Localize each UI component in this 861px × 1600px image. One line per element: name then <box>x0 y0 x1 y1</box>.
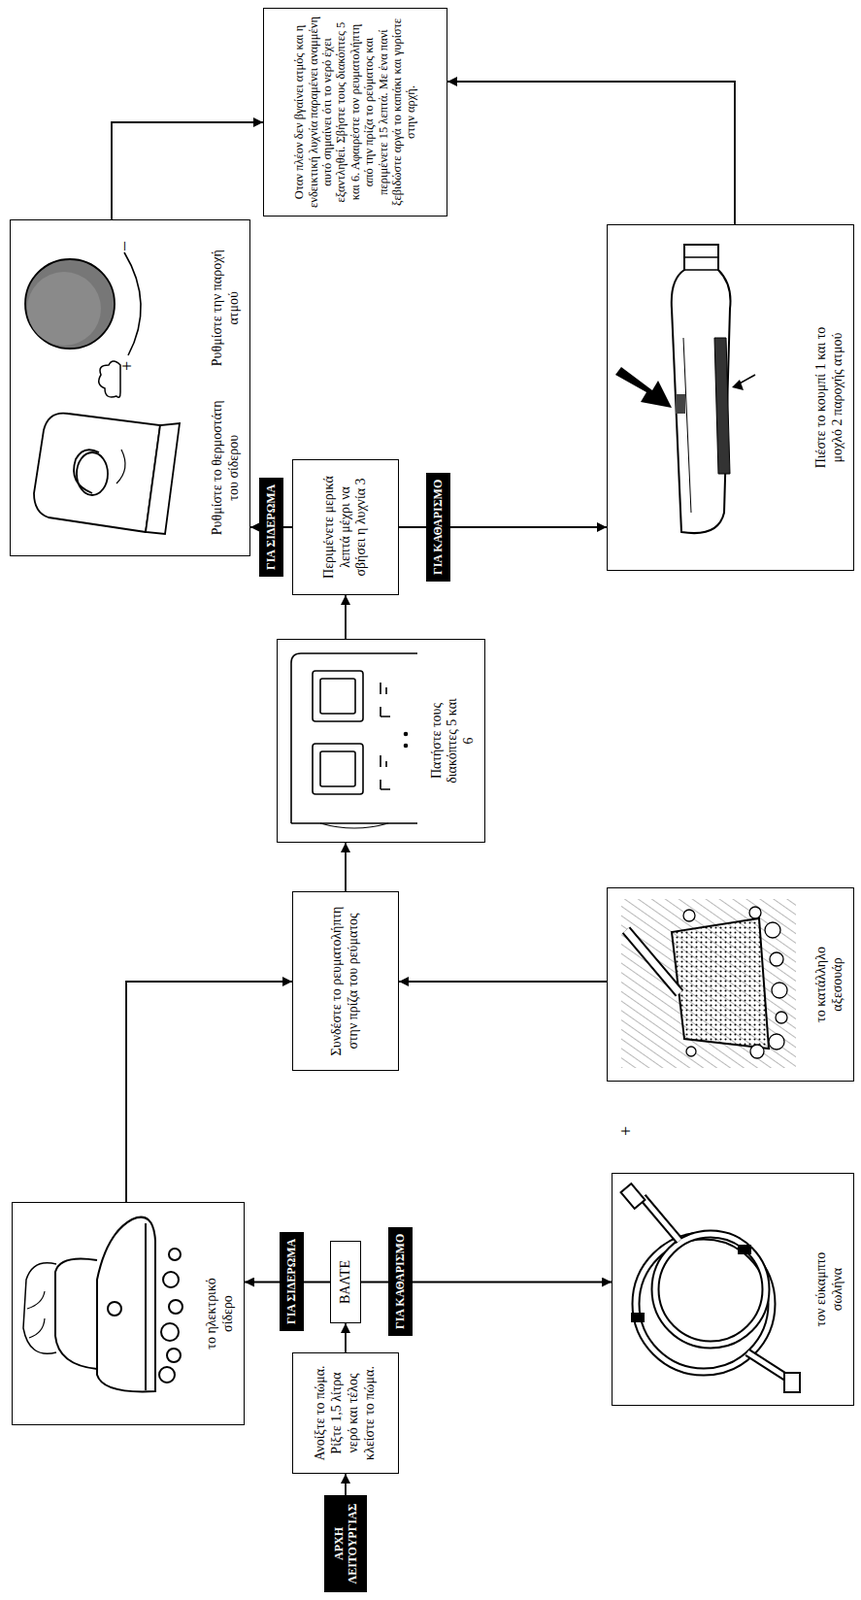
flow-arrow <box>398 980 607 983</box>
picture-box: τον εύκαμπτο σωλήνα <box>611 1172 855 1406</box>
hose-drawing <box>621 1183 800 1392</box>
caption-text: Ρυθμίστε την παροχή ατμού <box>209 234 243 382</box>
symbol-label: + <box>617 1125 635 1136</box>
steam-dial-drawing <box>25 252 141 356</box>
edge-label: ΓΙΑ ΣΙΔΕΡΩΜΑ <box>279 1231 304 1331</box>
caption-text: το κατάλληλο αξεσουάρ <box>813 943 847 1026</box>
picture-box: Πιέστε το κουμπί 1 και το μοχλό 2 παροχή… <box>606 224 855 571</box>
picture-box: το ηλεκτρικό σίδερο <box>11 1201 245 1425</box>
caption-row: το κατάλληλο αξεσουάρ <box>813 895 847 1073</box>
flow-arrow <box>126 981 293 1202</box>
thermostat-drawing <box>33 413 180 534</box>
node-text: Συνδέστε το ρευματολήπτη στην πρίζα του … <box>329 899 363 1062</box>
flow-arrow <box>447 81 735 225</box>
caption-text: Πιέστε το κουμπί 1 και το μοχλό 2 παροχή… <box>813 322 847 474</box>
caption-row: Πιέστε το κουμπί 1 και το μοχλό 2 παροχή… <box>813 232 847 563</box>
caption-text: Πατήστε τους διακόπτες 5 και 6 <box>429 697 478 784</box>
edge-label: ΓΙΑ ΣΙΔΕΡΩΜΑ <box>259 477 284 577</box>
caption-row: Πατήστε τους διακόπτες 5 και 6 <box>429 647 478 834</box>
edge-label: ΓΙΑ ΚΑΘΑΡΙΣΜΟ <box>388 1226 413 1336</box>
picture-box: Ρυθμίστε την παροχή ατμούΡυθμίστε το θερ… <box>9 219 251 557</box>
control-panel-drawing <box>291 653 418 828</box>
iron-drawing <box>23 1217 183 1392</box>
process-box: Περιμένετε μερικά λεπτά μέχρι να σβήσει … <box>292 459 399 596</box>
process-box: Συνδέστε το ρευματολήπτη στην πρίζα του … <box>292 891 399 1071</box>
symbol-label: + <box>118 361 136 371</box>
flow-arrow <box>111 122 264 220</box>
symbol-label: – <box>114 241 133 251</box>
caption-text: τον εύκαμπτο σωλήνα <box>813 1239 847 1339</box>
node-text: Ανοίξτε το πώμα. Ρίξτε 1,5 λίτρα νερό κα… <box>312 1360 378 1465</box>
node-text: ΑΡΧΗ ΛΕΙΤΟΥΡΓΙΑΣ <box>331 1500 361 1587</box>
flow-arrow <box>344 595 347 639</box>
node-text: ΒΑΛΤΕ <box>337 1259 355 1304</box>
picture-box: Πατήστε τους διακόπτες 5 και 6 <box>276 638 486 843</box>
caption-text: το ηλεκτρικό σίδερο <box>203 1265 237 1361</box>
edge-label: ΓΙΑ ΚΑΘΑΡΙΣΜΟ <box>426 472 451 582</box>
caption-row: το ηλεκτρικό σίδερο <box>203 1210 237 1417</box>
caption-row: τον εύκαμπτο σωλήνα <box>813 1181 847 1397</box>
node-text: Περιμένετε μερικά λεπτά μέχρι να σβήσει … <box>321 467 370 587</box>
picture-box: το κατάλληλο αξεσουάρ <box>606 887 855 1082</box>
flow-arrow <box>344 1473 347 1495</box>
accessory-drawing <box>621 898 796 1068</box>
steam-gun-drawing <box>615 244 756 533</box>
flow-arrow <box>344 842 347 892</box>
caption-text: Ρυθμίστε το θερμοστάτη του σίδερου <box>209 394 243 541</box>
node-text: Οταν πλέον δεν βγαίνει ατμός και η ενδει… <box>292 16 418 208</box>
flow-arrow <box>344 1323 347 1353</box>
process-box: Ανοίξτε το πώμα. Ρίξτε 1,5 λίτρα νερό κα… <box>292 1352 399 1474</box>
steam-icon <box>99 361 121 398</box>
process-box: ΒΑΛΤΕ <box>330 1240 362 1324</box>
start-box: ΑΡΧΗ ΛΕΙΤΟΥΡΓΙΑΣ <box>324 1494 367 1592</box>
caption-row: Ρυθμίστε την παροχή ατμούΡυθμίστε το θερ… <box>209 228 243 548</box>
process-box: Οταν πλέον δεν βγαίνει ατμός και η ενδει… <box>263 7 448 217</box>
